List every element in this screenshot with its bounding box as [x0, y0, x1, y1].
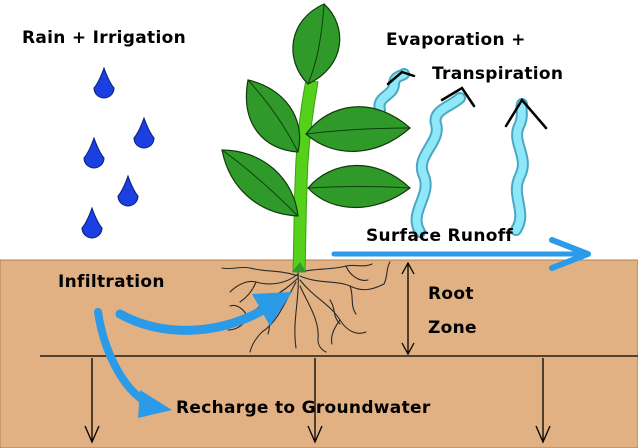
rain-drop-icon: [81, 206, 103, 239]
percolation-arrow-head: [84, 425, 100, 444]
vapor-stream: [504, 97, 548, 236]
leaf: [292, 3, 341, 85]
evapotranspiration-label-line2: Transpiration: [432, 64, 564, 84]
rain-drop-icon: [83, 136, 105, 169]
recharge-arrow: [94, 308, 172, 418]
plant-stem: [292, 79, 319, 273]
leaf-vein: [247, 79, 299, 153]
root-zone-label-line1: Root: [428, 284, 474, 304]
surface-runoff-label: Surface Runoff: [366, 226, 514, 246]
leaf-vein: [305, 127, 411, 135]
percolation-arrow-head: [307, 425, 323, 444]
rain-drop-icon: [93, 66, 115, 99]
infiltration-label: Infiltration: [58, 272, 165, 292]
rain-irrigation-label: Rain + Irrigation: [22, 28, 186, 48]
percolation-arrow-head: [535, 425, 551, 444]
leaf: [245, 79, 301, 153]
root-zone-arrow: [401, 261, 415, 356]
vapor-streams: [373, 68, 548, 238]
leaf-vein: [307, 3, 325, 85]
recharge-label: Recharge to Groundwater: [176, 398, 431, 418]
stem-base-leaf: [292, 262, 306, 272]
infiltration-arrow: [115, 292, 292, 335]
leaf-vein: [307, 186, 411, 189]
plant-leaves: [221, 3, 411, 217]
root-zone-label-line2: Zone: [428, 318, 477, 338]
vapor-stream: [410, 86, 476, 238]
rain-drops: [81, 66, 155, 239]
rain-drop-icon: [117, 174, 139, 207]
evapotranspiration-label-line1: Evaporation +: [386, 30, 526, 50]
leaf: [221, 149, 299, 217]
surface-runoff-arrow: [331, 237, 591, 271]
vapor-stream: [373, 68, 416, 116]
leaf-vein: [221, 149, 299, 217]
percolation-arrows: [84, 358, 551, 444]
rain-drop-icon: [133, 116, 155, 149]
